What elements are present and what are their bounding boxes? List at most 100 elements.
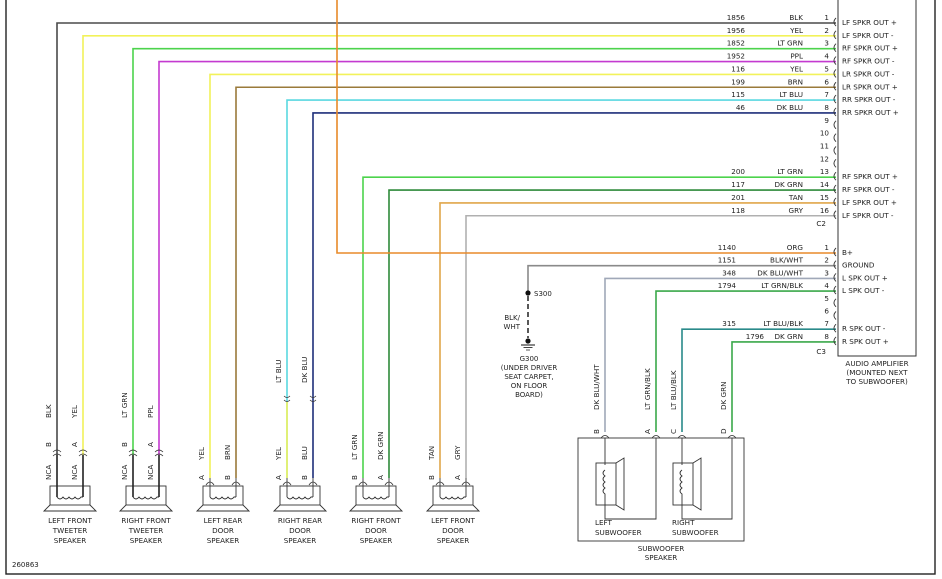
- pin-cavity-icon: [833, 298, 837, 308]
- nca-label: NCA: [146, 465, 155, 480]
- terminal-connector-icon: [435, 481, 445, 486]
- terminal-connector-icon: [600, 435, 610, 439]
- pin-function: LF SPKR OUT +: [842, 198, 897, 207]
- circuit-number: 117: [731, 180, 745, 189]
- speaker-label: SPEAKER: [360, 536, 393, 545]
- driver-coil-icon: [679, 438, 733, 520]
- wire-color-label: BLK: [44, 404, 53, 418]
- pin-number: 5: [824, 294, 829, 303]
- wire-color-label: LT BLU: [779, 90, 803, 99]
- terminal-connector-icon: [384, 481, 394, 486]
- terminal-letter: C: [669, 429, 678, 434]
- pin-number: 3: [824, 39, 829, 48]
- wire-color-label: BRN: [788, 77, 803, 86]
- wire-color-label: GRY: [453, 445, 462, 460]
- pin-function: LF SPKR OUT -: [842, 211, 894, 220]
- speaker-icon: [279, 485, 321, 506]
- circuit-number: 201: [731, 193, 745, 202]
- wire-color-label: DK GRN: [376, 432, 385, 460]
- nca-label: NCA: [44, 465, 53, 480]
- pin-cavity-icon: [833, 81, 837, 91]
- diagram-frame: [5, 0, 936, 575]
- circuit-number: 116: [731, 64, 745, 73]
- wire-color-label: BRN: [223, 445, 232, 460]
- connector-c2-label: C2: [816, 219, 826, 228]
- terminal-connector-icon: [461, 481, 471, 486]
- splice-dot: [525, 290, 531, 296]
- pin-cavity-icon: [833, 133, 837, 142]
- wire-color-label: LT BLU/BLK: [669, 370, 678, 410]
- pin-number: 8: [824, 103, 829, 112]
- speaker-cone-icon: [42, 504, 98, 512]
- speaker-icon: [432, 485, 474, 506]
- pin-number: 3: [824, 268, 829, 277]
- wire-color-label: LT GRN: [350, 434, 359, 460]
- wire-color-label: DK GRN: [719, 382, 728, 410]
- pin-number: 10: [820, 129, 830, 138]
- wire-c2-pin-1: [56, 22, 836, 455]
- wire-c2-pin-13: [362, 176, 836, 478]
- pin-cavity-icon: [833, 323, 837, 333]
- pin-number: 16: [820, 206, 830, 215]
- pin-function: L SPK OUT +: [842, 273, 888, 282]
- wire-color-label: LT GRN/BLK: [643, 368, 652, 410]
- pin-function: L SPK OUT -: [842, 286, 885, 295]
- wire-c3-pin-2: [527, 264, 836, 291]
- wire-color-label: YEL: [197, 447, 206, 461]
- pin-function: LR SPKR OUT +: [842, 82, 898, 91]
- ground-icon: [521, 338, 535, 351]
- connector-c3-label: C3: [816, 347, 826, 356]
- pin-number: 7: [824, 90, 829, 99]
- pin-number: 5: [824, 64, 829, 73]
- pin-number: 8: [824, 332, 829, 341]
- pin-cavity-icon: [833, 30, 837, 40]
- pin-number: 12: [820, 154, 829, 163]
- wire-color-label: DK GRN: [775, 332, 803, 341]
- terminal-letter: B: [120, 442, 129, 447]
- wire-c2-pin-4: [158, 60, 836, 455]
- terminal-connector-icon: [308, 481, 318, 486]
- coil-icon: [132, 496, 159, 500]
- wire-c2-pin-15: [439, 202, 836, 478]
- pin-cavity-icon: [833, 260, 837, 270]
- driver-cone-icon: [692, 457, 702, 511]
- terminal-letter: B: [350, 475, 359, 480]
- pin-function: RF SPKR OUT -: [842, 57, 895, 66]
- wire-color-label: TAN: [788, 193, 803, 202]
- speaker-label: TWEETER: [52, 526, 88, 535]
- speaker-cone-icon: [118, 504, 174, 512]
- circuit-number: 348: [722, 268, 736, 277]
- pin-number: 2: [824, 26, 829, 35]
- wire-c2-pin-16: [465, 214, 836, 478]
- inline-connector-icon: [283, 395, 291, 402]
- speaker-label: LEFT FRONT: [48, 516, 92, 525]
- subwoofer-driver-label: RIGHT: [672, 518, 695, 527]
- speaker-icon: [125, 485, 167, 506]
- nca-label: NCA: [120, 465, 129, 480]
- pin-cavity-icon: [833, 336, 837, 346]
- speaker-label: LEFT FRONT: [431, 516, 475, 525]
- pin-number: 4: [824, 281, 829, 290]
- circuit-number: 115: [731, 90, 745, 99]
- driver-cone-icon: [615, 457, 625, 511]
- coil-icon: [439, 496, 466, 500]
- pin-function: RF SPKR OUT -: [842, 185, 895, 194]
- terminal-connector-icon: [78, 449, 88, 457]
- terminal-connector-icon: [52, 449, 62, 457]
- pin-function: LR SPKR OUT -: [842, 69, 895, 78]
- speaker-label: DOOR: [212, 526, 234, 535]
- c2-pin-row: 12: [820, 154, 837, 168]
- speaker-label: SPEAKER: [207, 536, 240, 545]
